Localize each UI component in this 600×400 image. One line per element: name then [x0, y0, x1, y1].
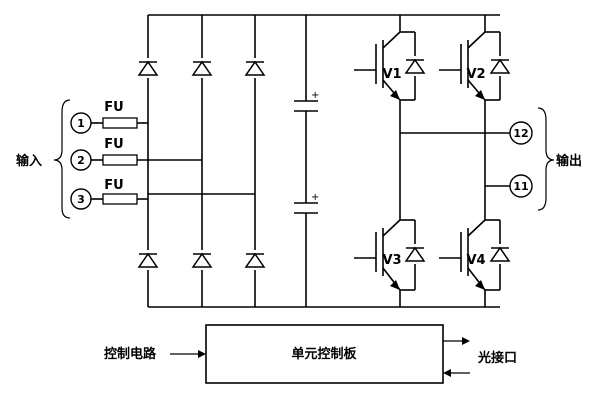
diode-d3-icon	[245, 58, 265, 78]
output-brace-icon	[537, 107, 555, 211]
control-board-box	[205, 324, 444, 384]
igbt-v4-icon	[439, 219, 486, 291]
fuse-3-label: FU	[104, 178, 123, 193]
diode-d2-icon	[192, 58, 212, 78]
igbt-v3-icon	[354, 219, 401, 291]
v4-label: V4	[466, 253, 485, 268]
v3-label: V3	[382, 253, 401, 268]
terminal-12-label: 12	[513, 127, 528, 140]
fuse-1-label: FU	[104, 100, 123, 115]
v1-label: V1	[382, 67, 401, 82]
v2-label: V2	[466, 67, 485, 82]
input-brace-icon	[53, 99, 71, 219]
terminal-2-label: 2	[77, 154, 85, 167]
diode-d1-icon	[138, 58, 158, 78]
dc-link-capacitors: + +	[294, 15, 319, 307]
input-section: 输入 1 FU 2 FU 3 FU	[16, 99, 255, 219]
freewheel-diode-v3-icon	[400, 219, 425, 291]
diode-d5-icon	[192, 250, 212, 270]
fuse-2-label: FU	[104, 137, 123, 152]
diode-d4-icon	[138, 250, 158, 270]
capacitor-2-polarity: +	[311, 192, 319, 203]
rectifier-bridge	[138, 15, 265, 307]
control-circuit-arrow-icon	[170, 350, 206, 358]
freewheel-diode-v1-icon	[400, 31, 425, 101]
freewheel-diode-v2-icon	[485, 31, 510, 101]
fuse-2-icon	[102, 154, 138, 166]
optical-out-arrow-icon	[443, 337, 470, 345]
input-label: 输入	[16, 153, 42, 169]
control-circuit-label: 控制电路	[104, 346, 157, 362]
output-section: 12 11 输出	[400, 107, 582, 211]
igbt-v1-icon	[354, 31, 401, 101]
optical-in-arrow-icon	[443, 369, 470, 377]
inverter-right-leg: V2 V4	[439, 15, 510, 307]
terminal-11-label: 11	[513, 180, 528, 193]
output-label: 输出	[556, 153, 582, 169]
terminal-12	[509, 121, 533, 145]
fuse-1-icon	[102, 117, 138, 129]
optical-port-label: 光接口	[477, 350, 517, 366]
inverter-left-leg: V1 V3	[354, 15, 425, 307]
control-board-label: 单元控制板	[291, 346, 357, 362]
igbt-v2-icon	[439, 31, 486, 101]
fuse-3-icon	[102, 193, 138, 205]
diode-d6-icon	[245, 250, 265, 270]
capacitor-1-polarity: +	[311, 90, 319, 101]
terminal-11	[509, 174, 533, 198]
freewheel-diode-v4-icon	[485, 219, 510, 291]
terminal-1-label: 1	[77, 117, 85, 130]
terminal-3-label: 3	[77, 193, 85, 206]
control-section: 单元控制板 控制电路 光接口	[104, 324, 517, 384]
